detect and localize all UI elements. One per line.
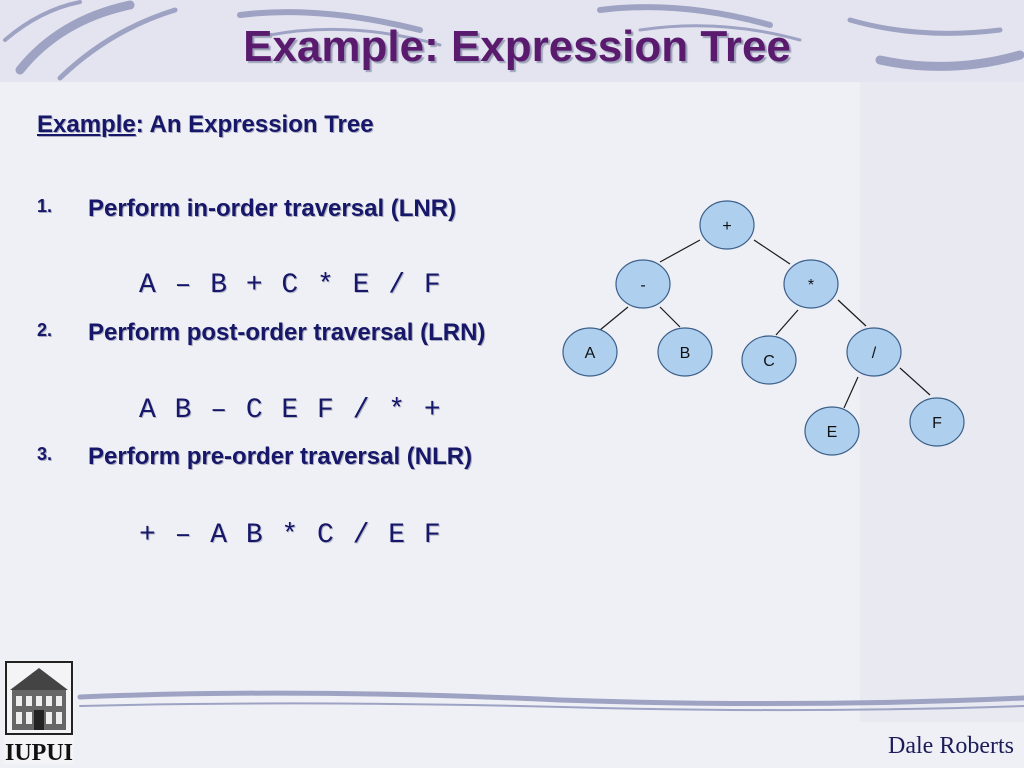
list-number: 2.: [37, 320, 53, 340]
node-label: *: [808, 277, 814, 294]
iupui-logo: IUPUI: [4, 660, 74, 764]
tree-node-slash: /: [846, 327, 902, 377]
tree-node-f: F: [909, 397, 965, 447]
postorder-expression: A B – C E F / * +: [139, 395, 442, 426]
expression-tree-diagram: + - * A B C / E: [562, 200, 965, 456]
edge-minus-a: [599, 306, 629, 331]
logo-text: IUPUI: [5, 740, 73, 764]
edge-plus-minus: [659, 239, 701, 263]
tree-edges: [599, 239, 931, 409]
author-name: Dale Roberts: [888, 733, 1014, 759]
list-number: 3.: [37, 444, 53, 464]
node-label: B: [680, 345, 691, 362]
edge-times-slash: [837, 299, 867, 327]
tree-node-b: B: [657, 327, 713, 377]
tree-node-a: A: [562, 327, 618, 377]
tree-node-c: C: [741, 335, 797, 385]
page-title: Example: Expression Tree: [243, 22, 791, 71]
tree-node-plus: +: [699, 200, 755, 250]
tree-node-e: E: [804, 406, 860, 456]
preorder-expression: + – A B * C / E F: [139, 520, 442, 551]
node-label: C: [763, 353, 775, 370]
list-text: Perform in-order traversal (LNR): [88, 195, 457, 222]
list-number: 1.: [37, 196, 53, 216]
subtitle: Example: An Expression Tree: [37, 111, 374, 139]
node-label: E: [827, 424, 838, 441]
inorder-expression: A – B + C * E / F: [139, 270, 442, 301]
edge-times-c: [775, 309, 799, 336]
edge-slash-f: [899, 367, 931, 396]
node-label: A: [585, 345, 596, 362]
edge-slash-e: [843, 376, 859, 409]
tree-node-times: *: [783, 259, 839, 309]
node-label: F: [932, 415, 942, 432]
edge-plus-times: [753, 239, 791, 265]
subtitle-text: : An Expression Tree: [135, 111, 374, 138]
node-label: -: [640, 277, 645, 294]
node-label: /: [872, 345, 877, 362]
node-label: +: [722, 218, 731, 235]
subtitle-label: Example: [37, 111, 136, 138]
list-text: Perform post-order traversal (LRN): [88, 319, 486, 346]
edge-minus-b: [659, 306, 681, 328]
list-text: Perform pre-order traversal (NLR): [88, 443, 473, 470]
tree-node-minus: -: [615, 259, 671, 309]
